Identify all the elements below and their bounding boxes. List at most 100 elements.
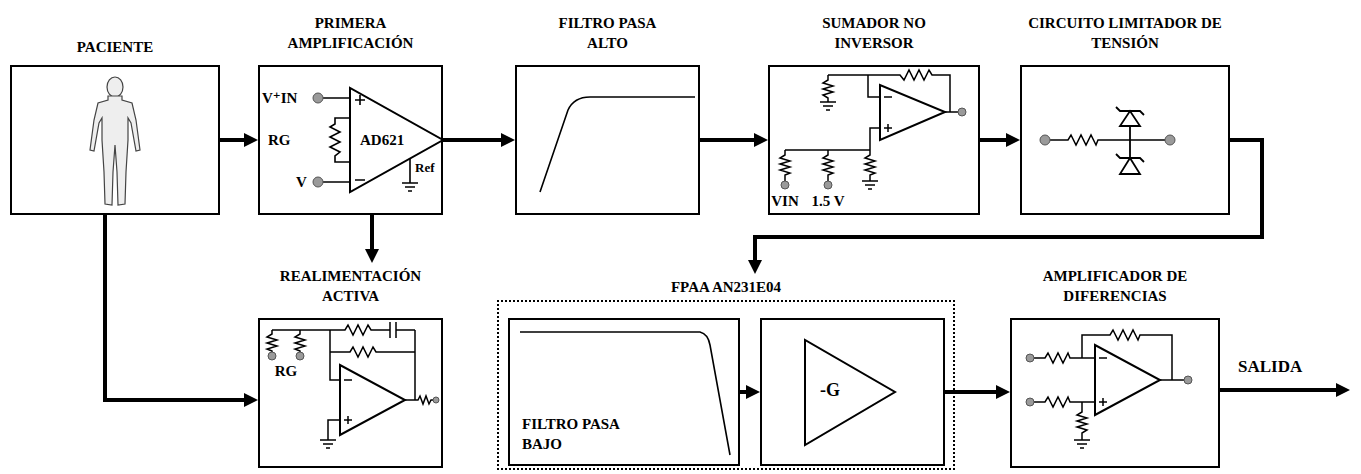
gain-triangle [805, 340, 895, 445]
signal-label: AD621 [360, 131, 404, 149]
summer-circuit-symbol [780, 150, 790, 181]
output-arrow [1220, 388, 1340, 392]
block-outline [768, 65, 980, 215]
patient-figure [90, 96, 140, 205]
difference-amp-symbol [1082, 330, 1172, 380]
signal-arrow [740, 390, 750, 394]
summer-circuit-symbol [820, 70, 958, 112]
signal-arrow [105, 215, 248, 400]
lowpass-curve [520, 332, 730, 455]
summer-circuit-symbol [884, 97, 892, 132]
terminal-dot [268, 93, 1192, 406]
terminal-dot [1026, 354, 1034, 362]
instrumentation-amp-symbol [323, 98, 350, 182]
limiter-circuit-symbol [1050, 107, 1165, 174]
block-heading: AMPLIFICADOR DE DIFERENCIAS [1010, 266, 1220, 306]
terminal-dot [824, 181, 832, 189]
signal-label: 1.5 V [811, 192, 844, 210]
block-outline [258, 318, 443, 468]
block-text: FILTRO PASA BAJO [522, 414, 652, 454]
signal-arrow [980, 138, 1010, 142]
signal-arrow [220, 138, 248, 142]
summer-box: SUMADOR NO INVERSOR [768, 13, 980, 215]
signal-label: VIN [771, 192, 799, 210]
difference-amp-symbol [1034, 330, 1184, 448]
gain-triangle [805, 340, 895, 445]
feedback-circuit-symbol [295, 330, 305, 352]
terminal-dot [433, 397, 439, 403]
block-heading: REALIMENTACIÓN ACTIVA [258, 266, 443, 306]
terminal-dot [1040, 135, 1050, 145]
difference-amp-symbol [1034, 353, 1095, 363]
patient-figure [90, 77, 140, 205]
instrumentation-amp-symbol [350, 88, 443, 192]
terminal-dot [1184, 376, 1192, 384]
patient-figure [107, 77, 123, 97]
block-heading: CIRCUITO LIMITADOR DE TENSIÓN [1025, 13, 1225, 53]
feedback-circuit-symbol [267, 322, 433, 448]
limiter-circuit-symbol [1116, 140, 1144, 174]
feedback-circuit-symbol [405, 330, 433, 404]
terminal-dot [313, 93, 323, 103]
terminal-dot [1026, 398, 1034, 406]
feedback-circuit-symbol [267, 330, 277, 352]
summer-circuit-symbol [780, 70, 958, 189]
connector-layer [105, 140, 1262, 400]
terminal-dot [313, 177, 323, 187]
feedback-circuit-symbol [320, 420, 340, 448]
terminal-dot [296, 352, 304, 360]
block-outline [1020, 65, 1230, 215]
feedback-circuit-symbol [340, 365, 405, 435]
block-outline [1010, 318, 1220, 468]
block-outline [10, 65, 220, 215]
feedback-circuit-symbol [330, 322, 415, 338]
signal-arrow [370, 215, 374, 253]
summer-circuit-symbol [785, 128, 880, 150]
highpass-curve [540, 97, 695, 192]
amplifier-box: PRIMERA AMPLIFICACIÓN [258, 13, 443, 215]
block-outline [515, 65, 700, 215]
signal-arrow [755, 140, 1262, 264]
terminal-dot [958, 108, 966, 116]
block-heading: PRIMERA AMPLIFICACIÓN [258, 13, 443, 53]
block-heading: SUMADOR NO INVERSOR [799, 13, 949, 53]
patient-box: PACIENTE [10, 37, 220, 215]
difference-amp-symbol [1034, 397, 1095, 407]
terminal-dot [1165, 135, 1175, 145]
terminal-dot [268, 352, 276, 360]
feedback-circuit-symbol [344, 380, 352, 424]
limiter-circuit-symbol [1116, 107, 1144, 140]
difference-amp-symbol [1074, 402, 1090, 448]
summer-circuit-symbol [880, 85, 945, 140]
signal-label: V [296, 173, 307, 191]
signal-label: SALIDA [1238, 358, 1302, 376]
signal-arrow [700, 138, 758, 142]
signal-label: V⁺IN [262, 89, 297, 107]
signal-label: RG [275, 362, 298, 380]
limiter-box: CIRCUITO LIMITADOR DE TENSIÓN [1020, 13, 1230, 215]
limiter-circuit-symbol [1050, 135, 1165, 145]
signal-arrow [443, 138, 505, 142]
block-text: -G [820, 380, 840, 400]
instrumentation-amp-symbol [330, 118, 350, 162]
feedback-circuit-symbol [272, 330, 340, 380]
output-arrow [1220, 390, 1340, 391]
gain-box: -G [760, 318, 945, 466]
highpass-box: FILTRO PASA ALTO [515, 13, 700, 215]
dotted-outline: FILTRO PASA BAJO -G [497, 300, 955, 470]
terminal-dot [781, 181, 789, 189]
lowpass-box: FILTRO PASA BAJO [508, 318, 740, 466]
summer-circuit-symbol [862, 150, 878, 189]
difference-amp-symbol [1099, 358, 1107, 406]
block-heading: FPAA AN231E04 [497, 277, 955, 297]
highpass-curve [540, 97, 695, 192]
lowpass-curve [520, 332, 730, 455]
difference-amp-symbol [1095, 345, 1160, 415]
summer-circuit-symbol [823, 150, 833, 181]
instrumentation-amp-symbol [323, 88, 443, 192]
difference-amp-symbol [1160, 379, 1184, 381]
signal-label: Ref [415, 159, 435, 177]
feedback-circuit-symbol [330, 347, 415, 357]
difference-amp-box: AMPLIFICADOR DE DIFERENCIAS [1010, 266, 1220, 468]
